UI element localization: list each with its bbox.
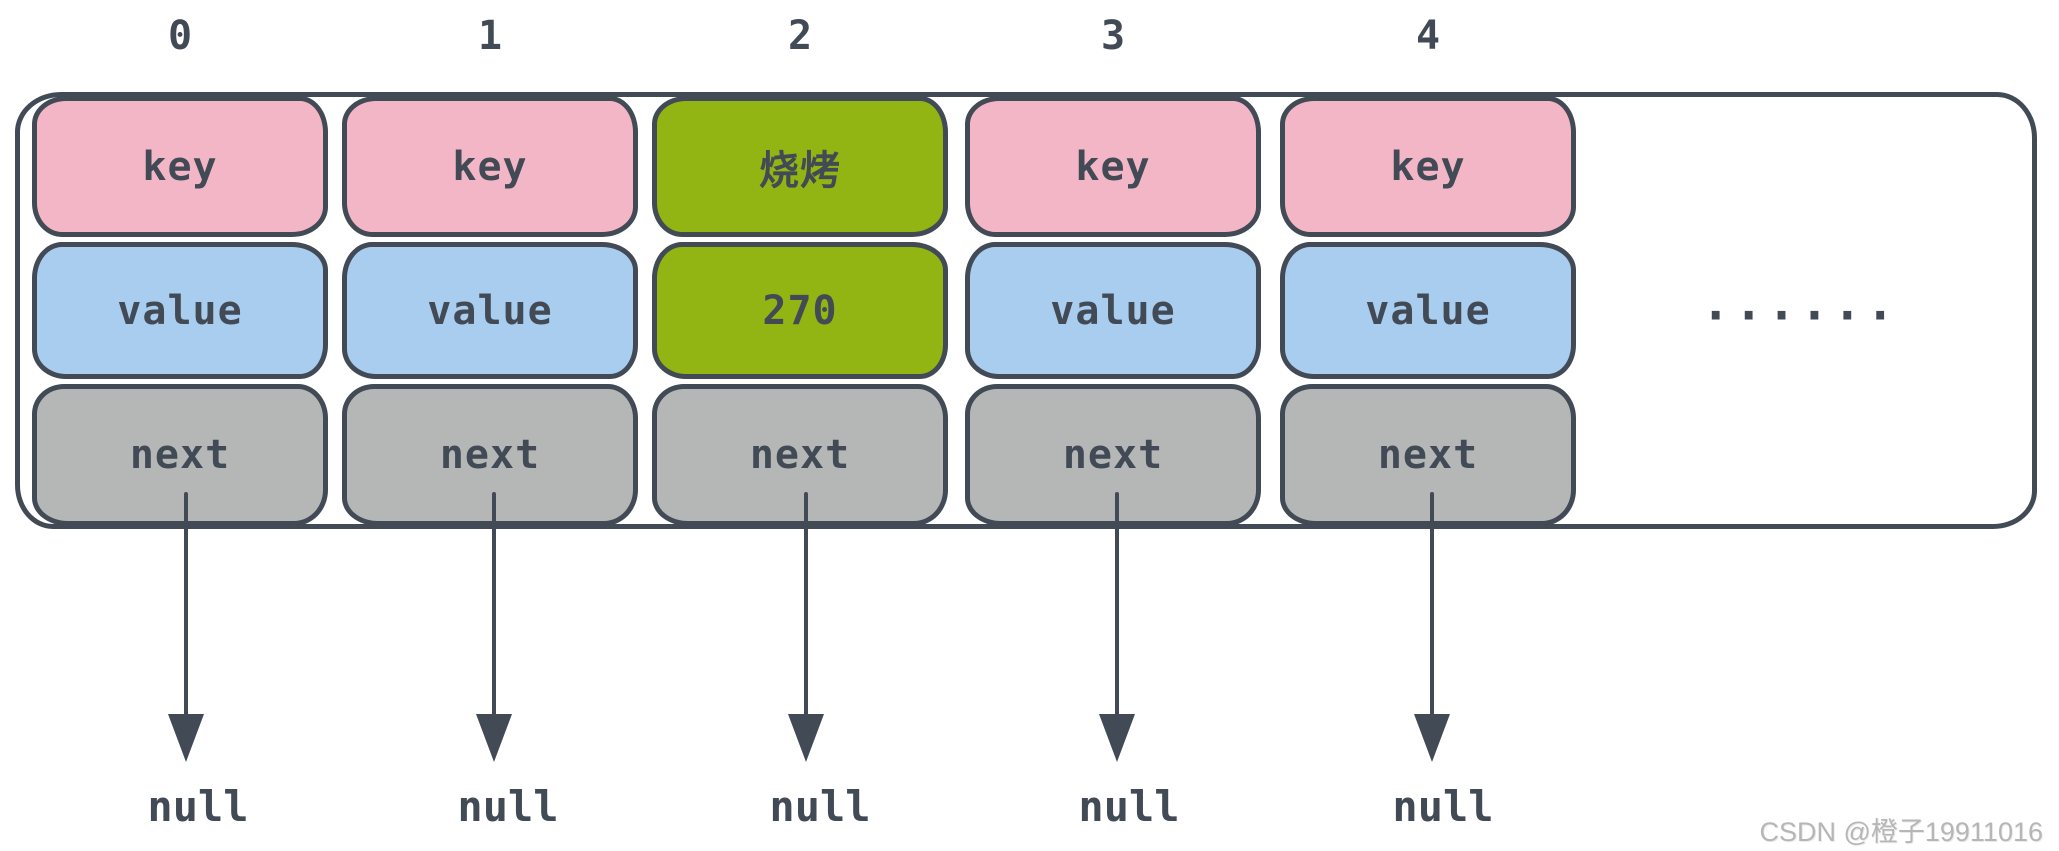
- null-label-2: null: [769, 782, 871, 831]
- null-label-3: null: [1078, 782, 1180, 831]
- next-cell-4: next: [1280, 384, 1576, 526]
- value-cell-3: value: [965, 242, 1261, 379]
- csdn-watermark: CSDN @橙子19911016: [1759, 817, 2043, 847]
- bucket-column-2: 烧烤 270 next: [652, 96, 948, 526]
- key-cell-3: key: [965, 96, 1261, 237]
- index-label-3: 3: [1100, 13, 1126, 59]
- key-cell-0: key: [32, 96, 328, 237]
- value-cell-0: value: [32, 242, 328, 379]
- next-cell-0: next: [32, 384, 328, 526]
- key-cell-4: key: [1280, 96, 1576, 237]
- null-label-4: null: [1392, 782, 1494, 831]
- next-cell-2: next: [652, 384, 948, 526]
- next-pointer-arrow-1: [476, 492, 512, 764]
- bucket-column-1: key value next: [342, 96, 638, 526]
- null-label-0: null: [147, 782, 249, 831]
- bucket-column-0: key value next: [32, 96, 328, 526]
- value-cell-1: value: [342, 242, 638, 379]
- key-cell-1: key: [342, 96, 638, 237]
- index-label-1: 1: [477, 13, 503, 59]
- arrow-head-icon: [168, 714, 204, 762]
- arrow-head-icon: [1099, 714, 1135, 762]
- arrow-line: [1115, 492, 1119, 720]
- next-pointer-arrow-2: [788, 492, 824, 764]
- next-cell-1: next: [342, 384, 638, 526]
- ellipsis-dots: ······: [1701, 288, 1899, 344]
- arrow-head-icon: [476, 714, 512, 762]
- next-pointer-arrow-0: [168, 492, 204, 764]
- value-cell-4: value: [1280, 242, 1576, 379]
- key-cell-2: 烧烤: [652, 96, 948, 237]
- bucket-column-4: key value next: [1280, 96, 1576, 526]
- index-label-2: 2: [787, 13, 813, 59]
- arrow-line: [184, 492, 188, 720]
- next-pointer-arrow-4: [1414, 492, 1450, 764]
- value-cell-2: 270: [652, 242, 948, 379]
- index-label-0: 0: [167, 13, 193, 59]
- arrow-line: [492, 492, 496, 720]
- bucket-column-3: key value next: [965, 96, 1261, 526]
- next-cell-3: next: [965, 384, 1261, 526]
- arrow-head-icon: [1414, 714, 1450, 762]
- null-label-1: null: [457, 782, 559, 831]
- index-label-4: 4: [1415, 13, 1441, 59]
- next-pointer-arrow-3: [1099, 492, 1135, 764]
- arrow-line: [1430, 492, 1434, 720]
- arrow-line: [804, 492, 808, 720]
- arrow-head-icon: [788, 714, 824, 762]
